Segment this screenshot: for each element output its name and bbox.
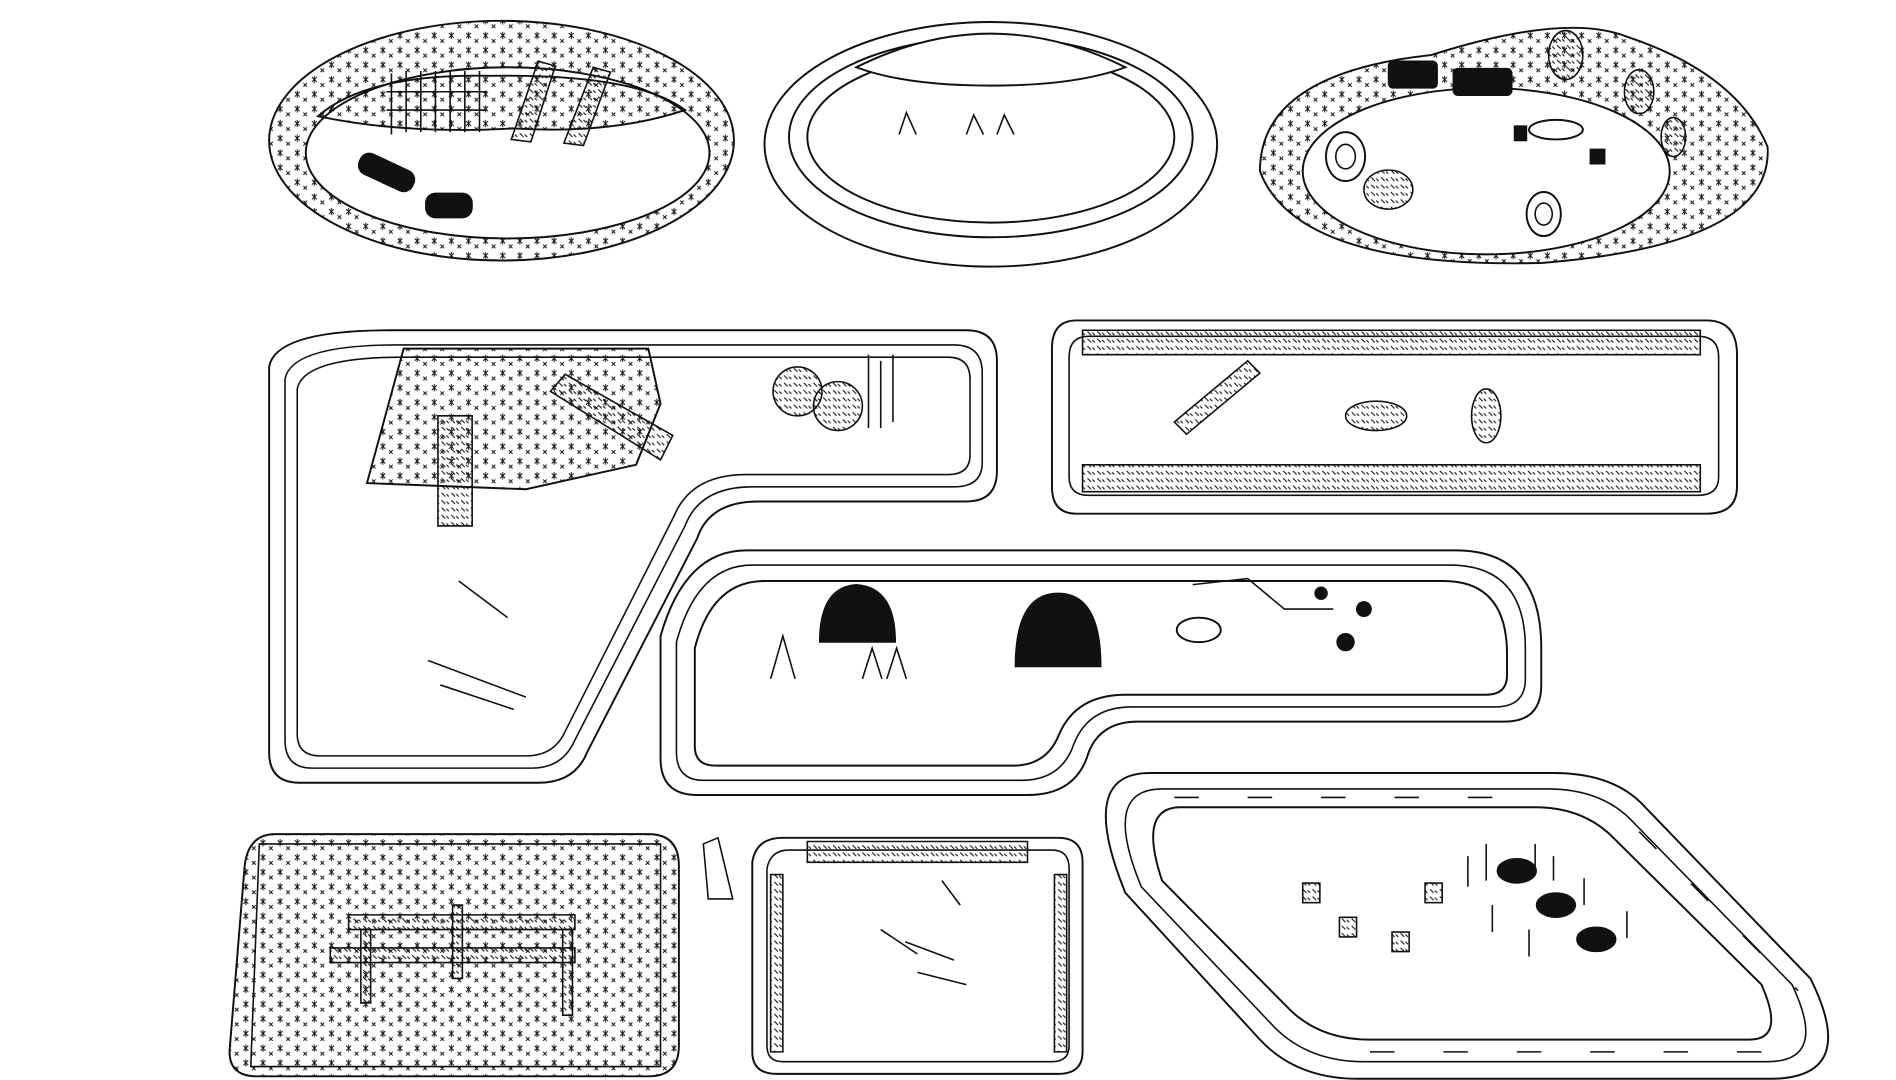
hill-playground xyxy=(1258,26,1769,265)
dome xyxy=(818,584,897,643)
rhomboid-track-playground xyxy=(1104,772,1830,1080)
ring-playground xyxy=(763,21,1219,268)
tunnel xyxy=(357,152,416,193)
square-playground-climbing xyxy=(228,833,734,1078)
l-shaped-playground xyxy=(268,329,998,784)
small-square-playground xyxy=(751,836,1084,1075)
climbing-frame xyxy=(386,70,487,135)
rectangle-playground-tyres xyxy=(1050,319,1738,515)
middle-track-playground xyxy=(659,549,1543,796)
dome xyxy=(1014,592,1102,668)
tunnel xyxy=(425,192,473,219)
oval-playground-slides xyxy=(268,19,735,262)
slide xyxy=(562,66,612,147)
slide xyxy=(510,60,557,143)
